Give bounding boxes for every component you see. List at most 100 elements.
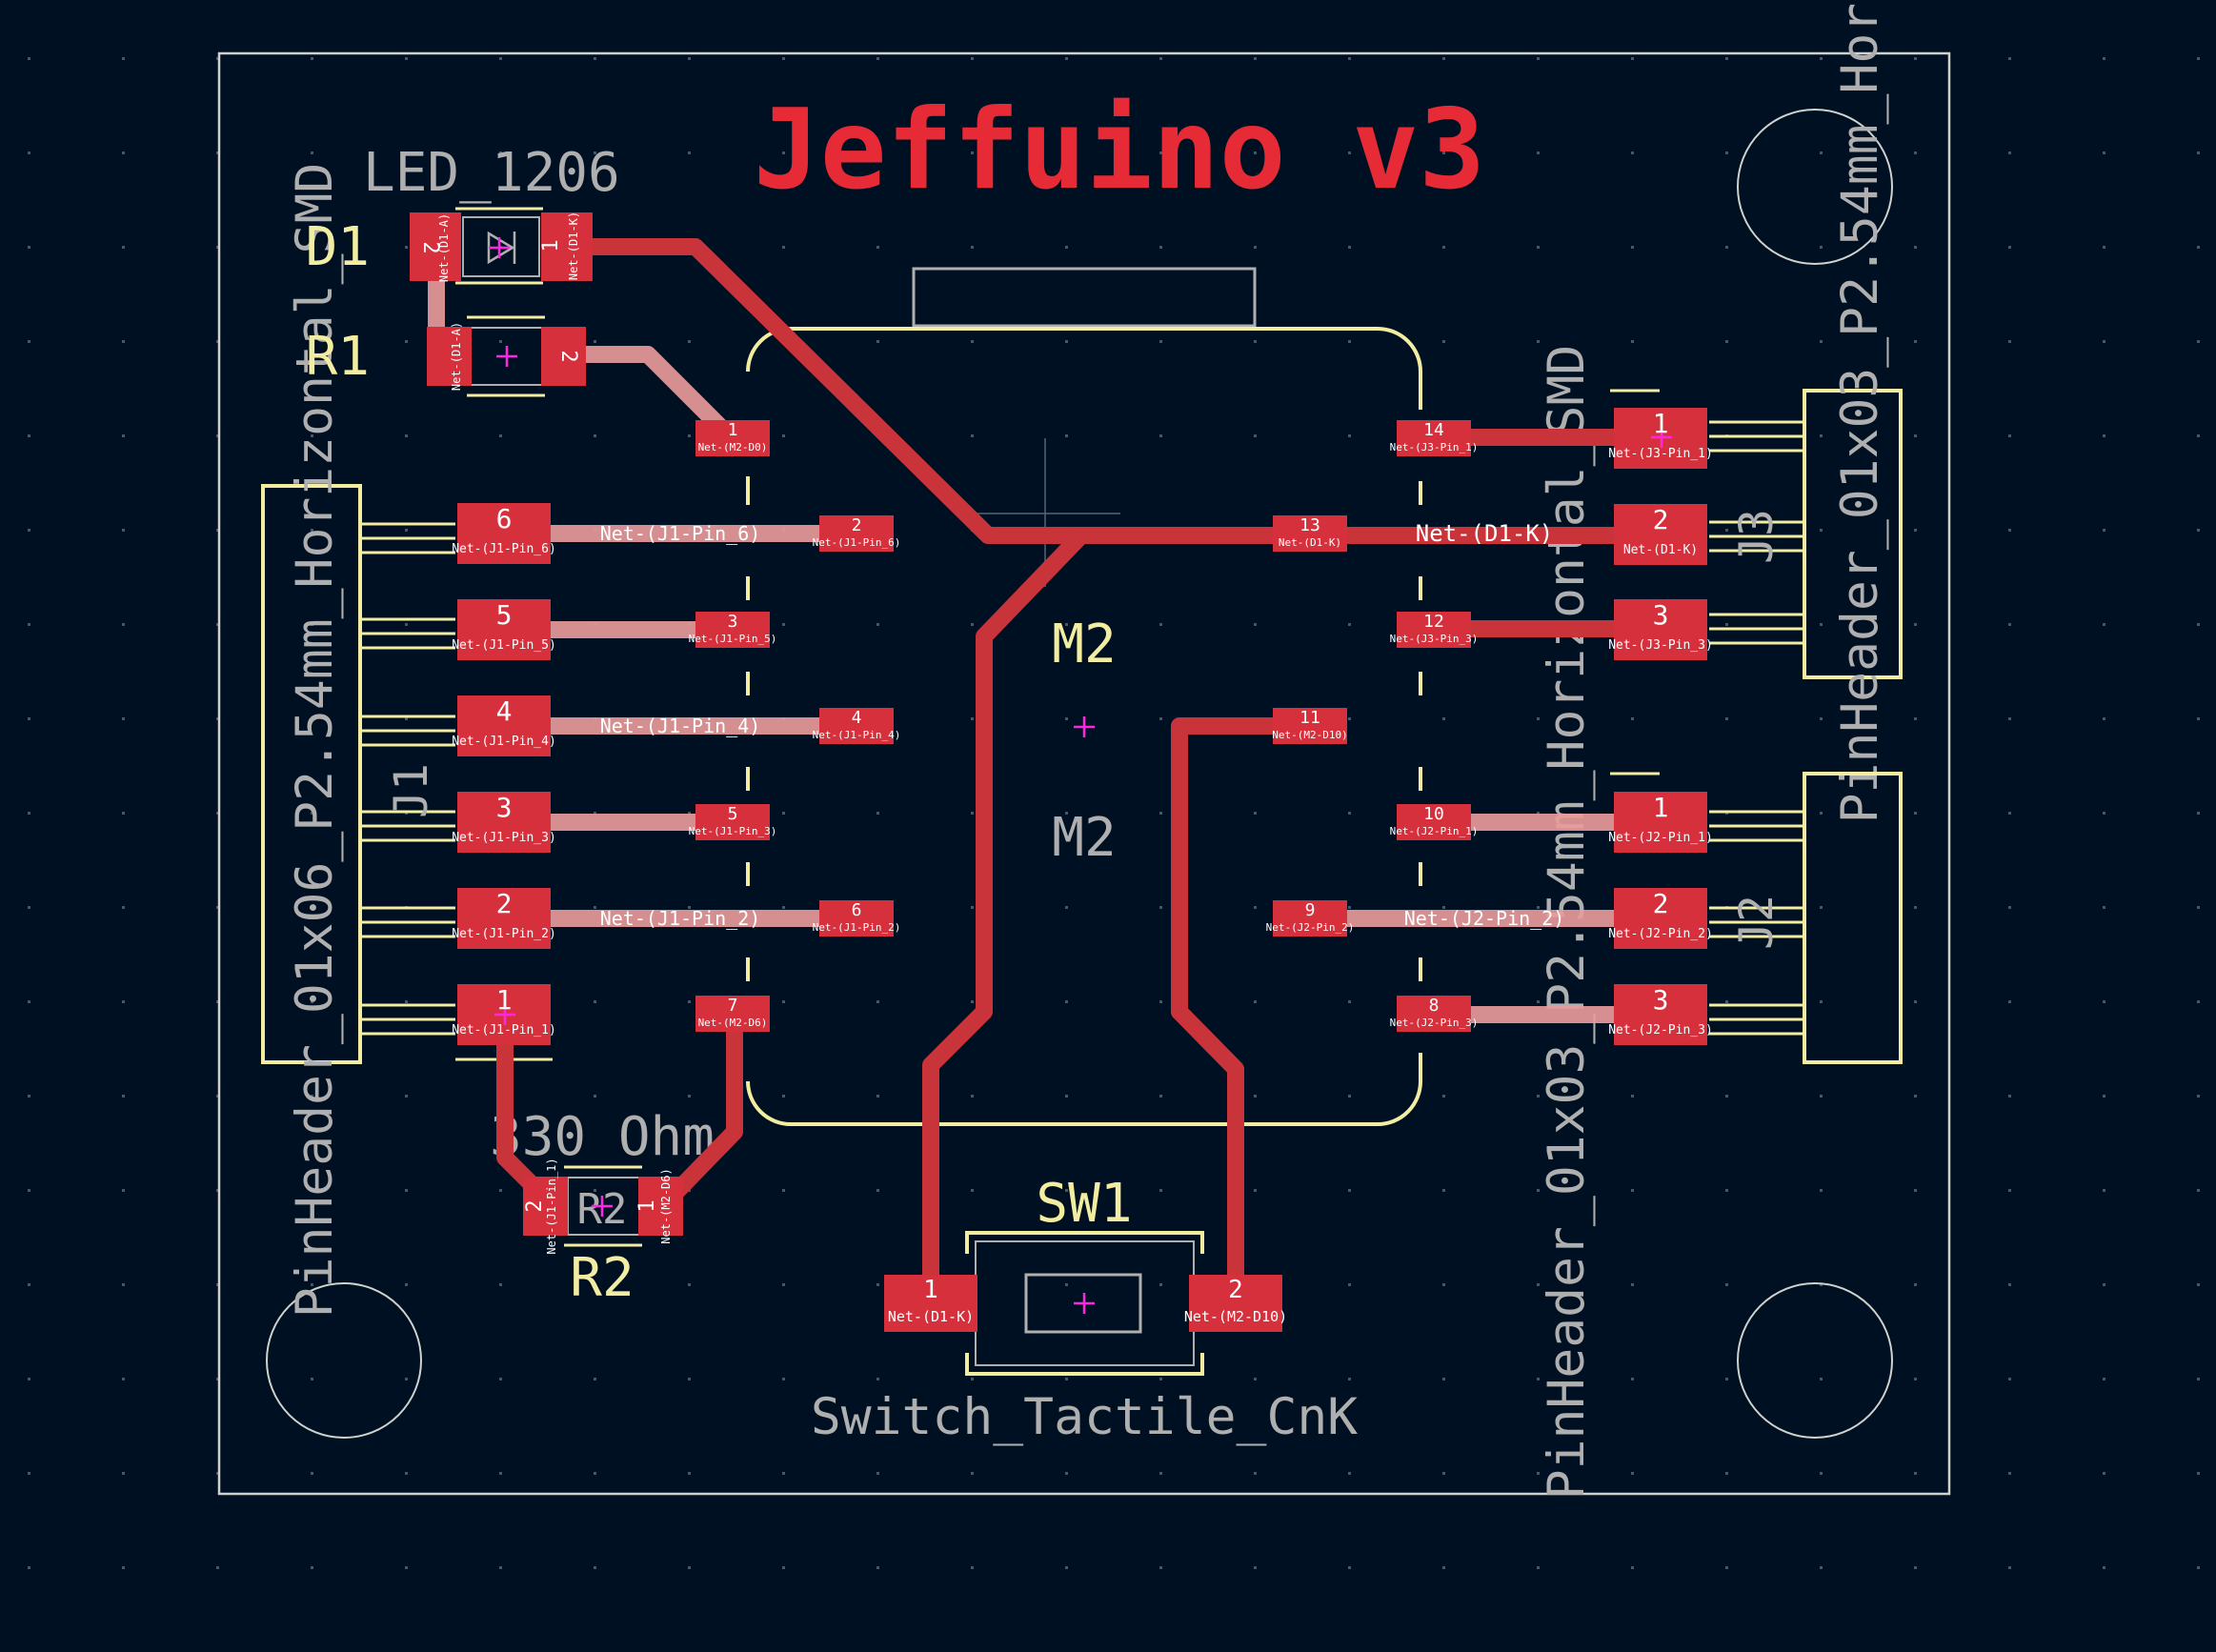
j1-pad-4-net: Net-(J1-Pin_4) — [452, 735, 556, 749]
j1-pad-2-num: 2 — [496, 888, 513, 919]
m2-pad-14[interactable] — [1397, 420, 1471, 456]
m2-pad-2-net: Net-(J1-Pin_6) — [813, 536, 901, 549]
j2-reference: J2 — [1730, 895, 1783, 950]
m2-pad-8[interactable] — [1397, 996, 1471, 1032]
j2-pad-numbers: 123 — [1653, 792, 1669, 1016]
j1-pad-net-names: Net-(J1-Pin_6) Net-(J1-Pin_5) Net-(J1-Pin_… — [452, 542, 556, 1038]
m2-pad-10[interactable] — [1397, 804, 1471, 840]
r1-pad-2[interactable] — [541, 327, 586, 386]
m2-reference: M2 — [1052, 614, 1116, 675]
r2-value: 330 Ohm — [490, 1106, 715, 1168]
j2-pad-2[interactable] — [1614, 888, 1707, 949]
r1-pad-2-num: 2 — [556, 350, 580, 362]
j1-pad-3[interactable] — [457, 792, 551, 853]
j3-value: PinHeader_01x03_P2.54mm_Horizontal_S — [1831, 0, 1889, 823]
j1-header-body — [261, 484, 362, 1064]
j3-pad-2-net: Net-(D1-K) — [1623, 543, 1698, 557]
m2-pad-9-net: Net-(J2-Pin_2) — [1266, 921, 1355, 934]
r2-pad-2[interactable] — [523, 1177, 568, 1236]
track-net-labels: Net-(J1-Pin_6) Net-(J1-Pin_4) Net-(J1-Pi… — [600, 520, 1565, 930]
m2-pad-6-net: Net-(J1-Pin_2) — [813, 921, 901, 934]
m2-pad-5-num: 5 — [728, 804, 738, 824]
j1-pad-1-num: 1 — [496, 984, 513, 1016]
m2-pad-8-num: 8 — [1429, 996, 1440, 1016]
m2-pad-13[interactable] — [1273, 515, 1347, 552]
j1-connector[interactable]: J1 PinHeader_01x06_P2.54mm_Horizontal_SM… — [261, 163, 553, 1319]
m2-pad-13-net: Net-(D1-K) — [1279, 536, 1341, 549]
j1-pad-6-net: Net-(J1-Pin_6) — [452, 542, 556, 556]
d1-reference: D1 — [306, 216, 370, 278]
m2-pad-5[interactable] — [695, 804, 770, 840]
r1-resistor[interactable]: R1 — [306, 315, 545, 397]
m2-outline-top — [746, 327, 1422, 373]
sw1-pad-1-net: Net-(D1-K) — [888, 1308, 974, 1325]
track-label-j1-pin4: Net-(J1-Pin_4) — [600, 715, 761, 737]
sw1-anchor-icon — [1074, 1293, 1095, 1314]
m2-pad-3-num: 3 — [728, 612, 738, 632]
m2-pad-14-num: 14 — [1423, 420, 1444, 440]
sw1-pad-2[interactable] — [1189, 1275, 1282, 1332]
sw1-pad-1[interactable] — [884, 1275, 977, 1332]
sw1-switch[interactable]: SW1 Switch_Tactile_CnK — [811, 1173, 1358, 1446]
j3-pad-2[interactable] — [1614, 504, 1707, 565]
m2-pad-12[interactable] — [1397, 612, 1471, 648]
m2-outline-bottom — [746, 1080, 1422, 1126]
d1-pad-1-num: 1 — [539, 239, 563, 252]
m2-pad-2[interactable] — [819, 515, 894, 552]
j3-reference: J3 — [1730, 509, 1783, 564]
j2-pad-3-net: Net-(J2-Pin_3) — [1608, 1023, 1713, 1038]
j1-pad-2-net: Net-(J1-Pin_2) — [452, 927, 556, 941]
j2-header-body — [1803, 772, 1903, 1064]
track-label-j1-pin2: Net-(J1-Pin_2) — [600, 907, 761, 930]
m2-pad-8-net: Net-(J2-Pin_3) — [1390, 1017, 1479, 1029]
m2-pad-7[interactable] — [695, 996, 770, 1032]
sw1-pad-2-num: 2 — [1228, 1276, 1243, 1304]
j1-pad-6-num: 6 — [496, 503, 513, 534]
j2-pad-3[interactable] — [1614, 984, 1707, 1045]
j1-pad-5-num: 5 — [496, 599, 513, 631]
j2-pad-1[interactable] — [1614, 792, 1707, 853]
r2-pad-1[interactable] — [638, 1177, 683, 1236]
m2-usb-outline — [912, 267, 1257, 328]
m2-pad-3[interactable] — [695, 612, 770, 648]
d1-pad-1[interactable] — [541, 212, 593, 281]
m2-pad-1[interactable] — [695, 420, 770, 456]
r1-reference: R1 — [306, 326, 370, 388]
m2-pad-3-net: Net-(J1-Pin_5) — [689, 633, 777, 645]
pads[interactable] — [410, 212, 1707, 1332]
sw1-pad-2-net: Net-(M2-D10) — [1184, 1308, 1287, 1325]
j1-pad-4[interactable] — [457, 695, 551, 756]
j3-connector[interactable]: J3 PinHeader_01x03_P2.54mm_Horizontal_S — [1610, 0, 1903, 823]
m2-pad-14-net: Net-(J3-Pin_1) — [1390, 441, 1479, 453]
footprint-anchor-icons — [489, 237, 1672, 1217]
sw1-silk-top — [965, 1231, 1204, 1254]
m2-pad-9[interactable] — [1273, 900, 1347, 937]
j1-pad-2[interactable] — [457, 888, 551, 949]
d1-pad-1-net: Net-(D1-K) — [567, 212, 580, 280]
d1-fab-body — [462, 216, 540, 277]
j2-pad-net-names: Net-(J2-Pin_1)Net-(J2-Pin_2)Net-(J2-Pin_… — [1608, 831, 1713, 1038]
m2-pad-13-num: 13 — [1299, 515, 1320, 535]
j3-pad-3[interactable] — [1614, 599, 1707, 660]
m2-pad-4-net: Net-(J1-Pin_4) — [813, 729, 901, 741]
m2-pad-11[interactable] — [1273, 708, 1347, 744]
j2-pad-2-net: Net-(J2-Pin_2) — [1608, 927, 1713, 941]
j1-pin-legs — [360, 522, 553, 1061]
m2-pad-5-net: Net-(J1-Pin_3) — [689, 825, 777, 837]
m2-pad-11-num: 11 — [1299, 708, 1320, 728]
m2-pad-4[interactable] — [819, 708, 894, 744]
m2-pad-6[interactable] — [819, 900, 894, 937]
j1-pad-5[interactable] — [457, 599, 551, 660]
track-label-d1-k: Net-(D1-K) — [1416, 520, 1554, 547]
d1-pad-2[interactable] — [410, 212, 461, 281]
j1-pad-6[interactable] — [457, 503, 551, 564]
j1-pad-3-net: Net-(J1-Pin_3) — [452, 831, 556, 845]
j2-pad-1-num: 1 — [1653, 792, 1669, 823]
j2-pad-2-num: 2 — [1653, 888, 1669, 919]
j1-pad-5-net: Net-(J1-Pin_5) — [452, 638, 556, 653]
trace-d1-k-to-sw1 — [922, 527, 1090, 1309]
j3-pad-1-num: 1 — [1653, 408, 1669, 439]
r1-pad-1[interactable] — [427, 327, 472, 386]
m2-module[interactable]: M2 M2 — [746, 267, 1422, 1126]
